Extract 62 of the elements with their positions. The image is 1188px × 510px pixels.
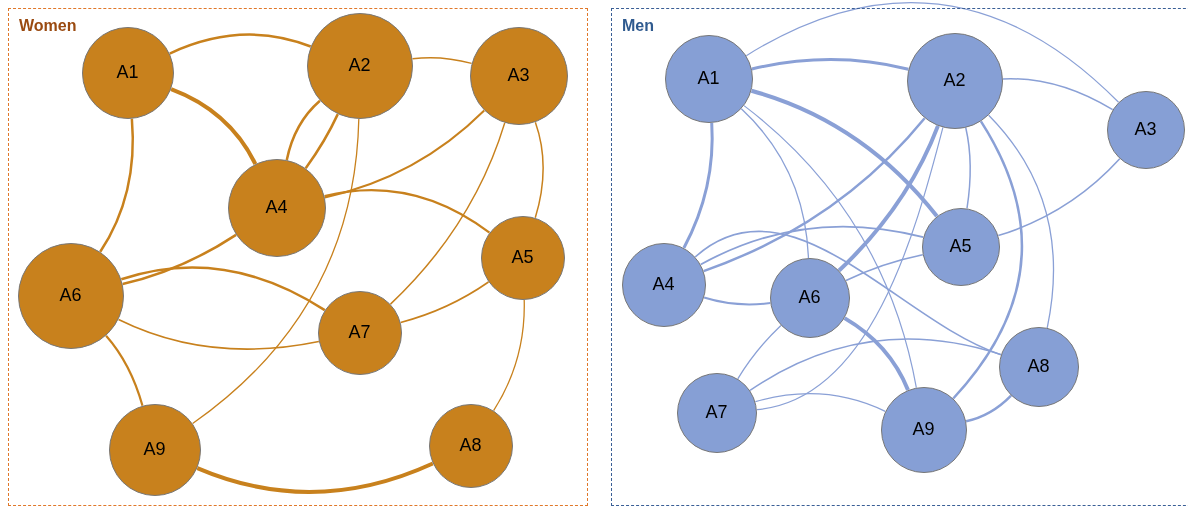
connection-line <box>169 33 312 55</box>
node-label: A7 <box>705 402 728 423</box>
connection-line <box>120 266 326 312</box>
connection-line <box>751 58 909 71</box>
connection-line <box>750 88 939 218</box>
connection-line <box>1002 77 1114 111</box>
connection-line <box>117 318 320 350</box>
connection-line <box>837 125 940 272</box>
connection-line <box>304 113 339 169</box>
node-label: A3 <box>507 65 530 86</box>
node-label: A2 <box>943 70 966 91</box>
connection-line <box>285 99 321 161</box>
connection-line <box>952 120 1024 400</box>
node-label: A3 <box>1134 119 1157 140</box>
connection-line <box>988 114 1055 329</box>
node-label: A5 <box>511 247 534 268</box>
connection-line <box>703 296 772 306</box>
connection-line <box>170 87 258 165</box>
node-label: A8 <box>459 435 482 456</box>
node-label: A1 <box>116 62 139 83</box>
connection-line <box>749 338 1002 392</box>
connection-line <box>745 1 1120 103</box>
node-label: A6 <box>59 285 82 306</box>
node-label: A6 <box>798 287 821 308</box>
connection-line <box>105 335 144 407</box>
connection-line <box>965 394 1012 423</box>
connection-line <box>843 316 910 391</box>
connection-line <box>492 299 525 412</box>
connection-line <box>389 122 506 305</box>
group-title: Women <box>19 17 77 35</box>
node-label: A4 <box>265 197 288 218</box>
connection-line <box>323 109 486 199</box>
connection-line <box>997 158 1121 237</box>
connection-line <box>192 118 360 425</box>
connection-line <box>399 281 490 324</box>
connection-line <box>845 254 924 282</box>
connection-line <box>965 127 971 210</box>
node-label: A8 <box>1027 356 1050 377</box>
connection-line <box>703 117 926 273</box>
connection-line <box>756 126 944 411</box>
connection-line <box>743 105 917 389</box>
connection-line <box>699 225 925 266</box>
node-label: A9 <box>143 439 166 460</box>
connection-line <box>324 189 491 234</box>
node-label: A5 <box>949 236 972 257</box>
node-label: A2 <box>348 55 371 76</box>
group-frame <box>611 8 1188 506</box>
connection-line <box>122 233 237 286</box>
connection-line <box>99 118 134 253</box>
connection-line <box>411 56 473 65</box>
connection-line <box>737 324 782 380</box>
group-title: Men <box>622 17 654 35</box>
connection-line <box>740 108 810 259</box>
group-frame <box>8 8 588 506</box>
node-label: A1 <box>697 68 720 89</box>
connection-line <box>196 461 434 494</box>
connection-line <box>682 122 714 249</box>
node-label: A9 <box>912 419 935 440</box>
node-label: A4 <box>652 274 675 295</box>
node-label: A7 <box>348 322 371 343</box>
connection-line <box>534 121 544 219</box>
connection-line <box>754 392 886 412</box>
